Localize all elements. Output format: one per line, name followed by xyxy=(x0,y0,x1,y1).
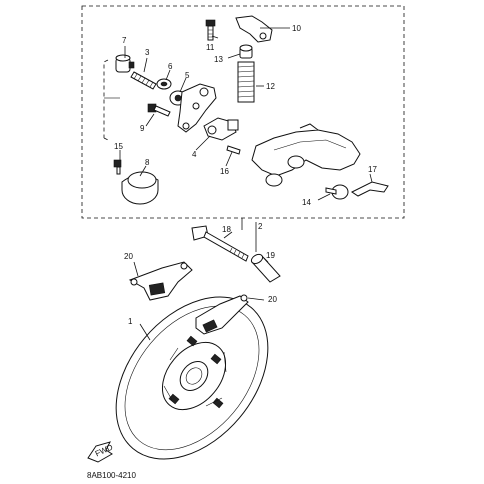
part-19-sleeve xyxy=(250,253,281,283)
callout-8: 8 xyxy=(145,158,150,167)
callout-16: 16 xyxy=(220,167,229,176)
part-16-pin xyxy=(226,145,241,155)
callout-20-left: 20 xyxy=(124,252,133,261)
callout-13: 13 xyxy=(214,55,223,64)
diagram-code: 8AB100-4210 xyxy=(87,471,136,480)
callout-1: 1 xyxy=(128,317,133,326)
part-3-bleed-screw xyxy=(130,71,157,90)
callout-17: 17 xyxy=(368,165,377,174)
part-20-brake-pad-right xyxy=(195,294,249,335)
part-20-brake-pad-left xyxy=(128,261,193,301)
part-14-pin xyxy=(325,184,349,200)
callout-9: 9 xyxy=(140,124,145,133)
callout-18: 18 xyxy=(222,225,231,234)
callout-14: 14 xyxy=(302,198,311,207)
callout-19: 19 xyxy=(266,251,275,260)
part-8-piston xyxy=(121,171,159,205)
callout-11: 11 xyxy=(206,43,215,52)
part-7-bleed-cap xyxy=(115,54,135,73)
callout-4: 4 xyxy=(192,150,197,159)
part-1-brake-disc xyxy=(115,296,269,460)
part-9-bolt xyxy=(147,103,171,117)
callout-15: 15 xyxy=(114,142,123,151)
caliper-assembly-boundary xyxy=(81,5,405,219)
part-12-spring xyxy=(237,61,255,103)
part-18-bolt xyxy=(191,225,249,262)
callout-20-right: 20 xyxy=(268,295,277,304)
callout-7: 7 xyxy=(122,36,127,45)
callout-10: 10 xyxy=(292,24,301,33)
part-11-bolt xyxy=(205,19,216,41)
callout-3: 3 xyxy=(145,48,150,57)
part-10-pad-spring xyxy=(235,15,273,43)
part-6-washer xyxy=(156,78,172,90)
callout-5: 5 xyxy=(185,71,190,80)
callout-12: 12 xyxy=(266,82,275,91)
part-13-cap xyxy=(239,44,253,59)
callout-6: 6 xyxy=(168,62,173,71)
caliper-body xyxy=(251,123,361,187)
part-17-clip xyxy=(351,181,389,197)
part-15-bolt xyxy=(113,159,122,175)
callout-2: 2 xyxy=(258,222,263,231)
leader-lines xyxy=(119,27,373,341)
subassembly-bracket xyxy=(103,59,109,141)
part-4-adjuster xyxy=(203,117,239,141)
forward-direction-arrow: FWD xyxy=(87,441,114,463)
part-4-lever-bracket xyxy=(177,83,217,133)
